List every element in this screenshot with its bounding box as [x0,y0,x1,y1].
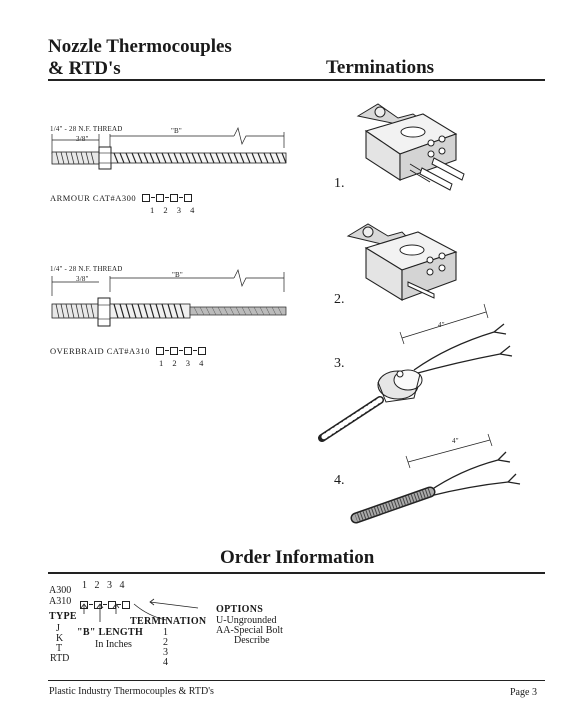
order-code-a300: A300 [49,585,72,596]
order-length-label: "B" LENGTH [77,627,144,638]
termination-label-4: 4. [334,473,345,488]
armour-positions: 1 2 3 4 [150,205,195,215]
page-title-line1: Nozzle Thermocouples [48,36,232,57]
termination-label-3: 3. [334,356,345,371]
order-option-aa: AA-Special Bolt [216,625,283,636]
overbraid-cat-label: OVERBRAID CAT#A310 [50,346,206,356]
order-header-numbers: 1 2 3 4 [82,580,125,591]
overbraid-cat-text: OVERBRAID CAT#A310 [50,346,150,356]
order-arrows [80,598,199,622]
order-termination-1: 1 [163,627,168,638]
section-title: Terminations [326,57,435,78]
overbraid-thread-label: 1/4" - 28 N.F. THREAD [50,265,123,273]
order-termination-4: 4 [163,657,168,668]
order-type-k: K [56,633,64,644]
overbraid-probe-drawing [51,268,287,327]
order-termination-3: 3 [163,647,168,658]
termination-plug-illustration [356,103,465,191]
armour-dim-38: 3/8" [76,135,89,143]
order-option-describe: Describe [234,635,270,646]
order-type-rtd: RTD [50,653,70,664]
armour-probe-drawing [51,126,287,170]
order-type-j: J [56,623,60,634]
armour-cat-label: ARMOUR CAT#A300 [50,193,192,203]
termination-jack-illustration [346,223,458,301]
termination-armour-leads-illustration [318,303,513,442]
armour-dim-b: "B" [171,127,182,135]
order-termination-label: TERMINATION [130,616,207,627]
termination-label-2: 2. [334,292,345,307]
page-title-line2: & RTD's [48,58,121,79]
order-title: Order Information [220,547,375,568]
order-type-t: T [56,643,63,654]
armour-code-boxes [141,193,192,203]
termination-3-lead-length: 4" [438,321,445,329]
footer-rule [48,680,545,681]
armour-thread-label: 1/4" - 28 N.F. THREAD [50,125,123,133]
order-code-a310: A310 [49,596,72,607]
overbraid-positions: 1 2 3 4 [159,358,204,368]
order-type-label: TYPE [49,611,77,622]
termination-4-lead-length: 4" [452,437,459,445]
overbraid-code-boxes [155,346,206,356]
order-rule [48,572,545,574]
order-length-unit: In Inches [95,639,132,650]
order-termination-2: 2 [163,637,168,648]
armour-cat-text: ARMOUR CAT#A300 [50,193,137,203]
footer-left: Plastic Industry Thermocouples & RTD's [49,686,214,697]
header-rule [48,79,545,81]
order-options-label: OPTIONS [216,604,264,615]
termination-label-1: 1. [334,176,345,191]
footer-page-number: Page 3 [510,687,537,698]
overbraid-dim-38: 3/8" [76,275,89,283]
overbraid-dim-b: "B" [172,271,183,279]
order-option-u: U-Ungrounded [216,615,277,626]
termination-braid-leads-illustration [350,433,521,524]
